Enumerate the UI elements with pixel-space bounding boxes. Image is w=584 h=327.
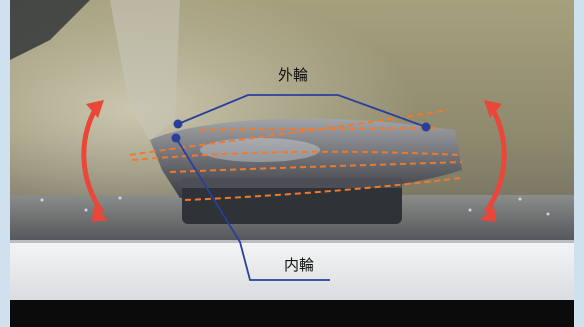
dashed-trace-lines xyxy=(129,109,463,201)
left-swing-arrow xyxy=(81,100,108,222)
outer-ring-label: 外輪 xyxy=(278,66,309,84)
inner-ring-leader xyxy=(171,133,330,281)
inner-ring-label: 内輪 xyxy=(284,256,315,274)
bearing xyxy=(150,118,462,224)
right-swing-arrow xyxy=(480,100,507,222)
bottom-bar xyxy=(10,300,574,327)
outer-ring-leader xyxy=(173,94,431,132)
white-shelf xyxy=(10,240,574,302)
